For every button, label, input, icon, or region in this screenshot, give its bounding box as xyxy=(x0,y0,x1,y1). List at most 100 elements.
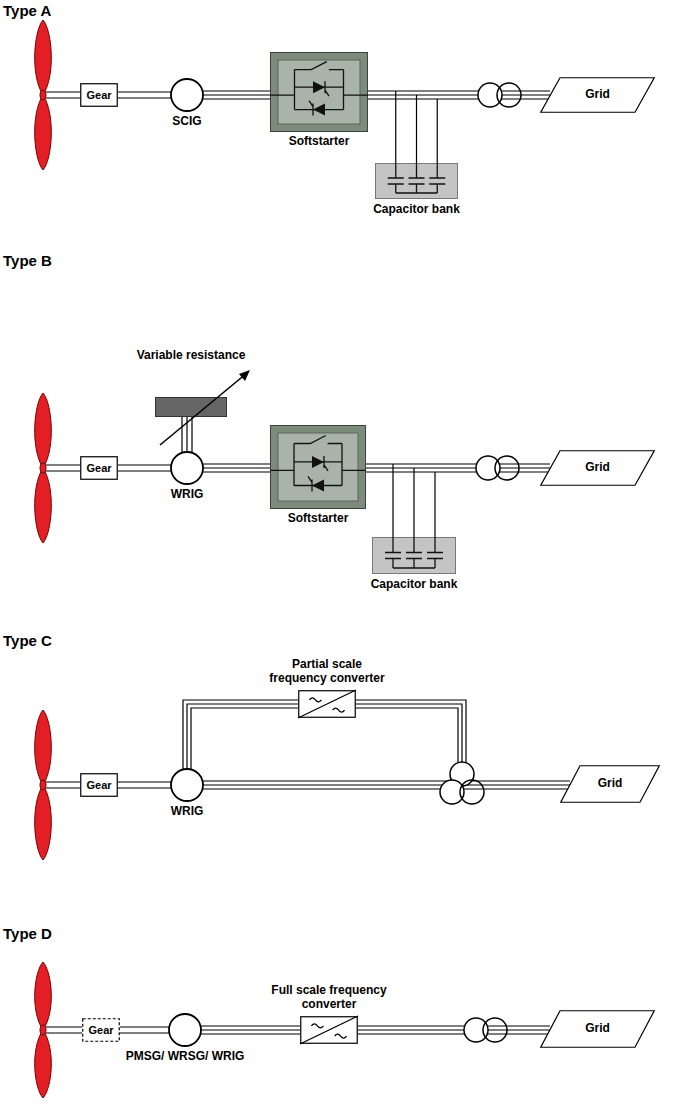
generator-circle-outline xyxy=(170,78,204,112)
part-label: Softstarter xyxy=(288,512,349,526)
box-label: Gear xyxy=(86,89,111,102)
power-line xyxy=(202,91,270,99)
generator-circle-outline xyxy=(170,768,204,802)
rotor-shaft xyxy=(46,92,80,98)
gear-box: Gear xyxy=(82,1018,120,1042)
generator-circle-outline xyxy=(170,451,204,485)
conductor-line xyxy=(118,464,171,465)
power-line xyxy=(118,782,171,788)
converter-box-outline xyxy=(298,690,356,718)
power-line xyxy=(358,1026,550,1034)
box-label: Grid xyxy=(585,1022,610,1036)
grid-block: Grid xyxy=(540,450,655,486)
part-label: Softstarter xyxy=(289,135,350,149)
conductor-line xyxy=(200,1025,300,1026)
part-label: Partial scale frequency converter xyxy=(262,658,392,686)
conductor-line xyxy=(202,788,570,789)
box-label: Gear xyxy=(88,1024,113,1037)
transformer-winding xyxy=(478,83,502,107)
part-label: Capacitor bank xyxy=(371,578,458,592)
rotor-shaft xyxy=(46,1027,82,1033)
capacitor-tap-wire xyxy=(396,91,438,163)
grid-block: Grid xyxy=(560,765,660,803)
conductor-line xyxy=(120,1026,169,1027)
conductor-line xyxy=(203,467,270,468)
capacitor-bank: Capacitor bank xyxy=(372,537,456,574)
generator-circle-outline xyxy=(168,1013,202,1047)
conductor-line xyxy=(118,91,171,92)
type-title: Type A xyxy=(3,2,51,19)
converter-box: Partial scale frequency converter xyxy=(298,690,356,718)
rotor-hub xyxy=(40,780,46,790)
transformer-winding xyxy=(483,1018,507,1042)
generator-circle: WRIG xyxy=(170,768,204,802)
power-line xyxy=(120,1027,169,1033)
conductor-line xyxy=(202,463,270,464)
part-label: SCIG xyxy=(172,115,201,129)
rotor-shaft xyxy=(46,782,80,788)
conductor-line xyxy=(202,98,270,99)
gear-box: Gear xyxy=(80,83,118,107)
transformer-winding xyxy=(497,83,521,107)
softstarter-box-outline xyxy=(270,425,366,509)
conductor-line xyxy=(202,780,570,781)
grid-block: Grid xyxy=(540,1010,655,1048)
rotor-blade xyxy=(35,785,52,860)
conductor-line xyxy=(202,90,270,91)
gear-box: Gear xyxy=(80,773,118,797)
generator-circle: SCIG xyxy=(170,78,204,112)
box-label: Grid xyxy=(585,461,610,475)
gear-box: Gear xyxy=(80,456,118,480)
type-title: Type B xyxy=(3,252,52,269)
conductor-line xyxy=(118,787,171,788)
power-line xyxy=(200,1026,300,1034)
converter-box: Full scale frequency converter xyxy=(300,1016,358,1044)
conductor-line xyxy=(200,1033,300,1034)
capacitor-bank: Capacitor bank xyxy=(375,163,458,199)
rotor-blade xyxy=(35,468,52,543)
rotor-blade xyxy=(35,1030,52,1098)
rotor-hub xyxy=(40,90,46,100)
converter-wire xyxy=(356,700,466,765)
transformer-winding xyxy=(460,780,484,804)
box-label: Gear xyxy=(86,462,111,475)
conductor-line xyxy=(358,1029,550,1030)
rotor-hub xyxy=(40,1025,46,1035)
conductor-line xyxy=(120,1032,169,1033)
grid-block: Grid xyxy=(540,77,655,113)
variable-resistor-outline xyxy=(155,397,227,417)
softstarter-box-outline xyxy=(270,52,368,132)
power-line xyxy=(183,700,298,770)
conductor-line xyxy=(358,1025,550,1026)
softstarter-box: Softstarter xyxy=(270,425,366,509)
conductor-line xyxy=(118,97,171,98)
box-label: Grid xyxy=(598,777,623,791)
rotor-blade xyxy=(35,393,52,468)
type-title: Type C xyxy=(3,632,52,649)
conductor-line xyxy=(118,470,171,471)
part-label: Capacitor bank xyxy=(373,203,460,217)
part-label: PMSG/ WRSG/ WRIG xyxy=(126,1050,245,1064)
capacitor-bank-outline xyxy=(375,163,458,199)
conductor-line xyxy=(191,708,298,770)
rotor-blade xyxy=(35,20,52,95)
capacitor-tap-wire xyxy=(393,464,435,537)
rotor-shaft xyxy=(46,465,80,471)
power-line xyxy=(202,781,570,789)
conductor-line xyxy=(187,704,298,769)
conductor-line xyxy=(203,94,270,95)
conductor-line xyxy=(183,700,298,770)
rotor-hub xyxy=(40,463,46,473)
part-label: Variable resistance xyxy=(137,349,246,363)
conductor-line xyxy=(203,784,570,785)
type-title: Type D xyxy=(3,925,52,942)
transformer-winding xyxy=(476,456,500,480)
conductor-line xyxy=(201,1029,300,1030)
conductor-line xyxy=(191,417,192,453)
transformer-winding xyxy=(495,456,519,480)
variable-resistor: Variable resistance xyxy=(155,397,227,417)
conductor-line xyxy=(181,417,182,453)
transformer-winding xyxy=(464,1018,488,1042)
